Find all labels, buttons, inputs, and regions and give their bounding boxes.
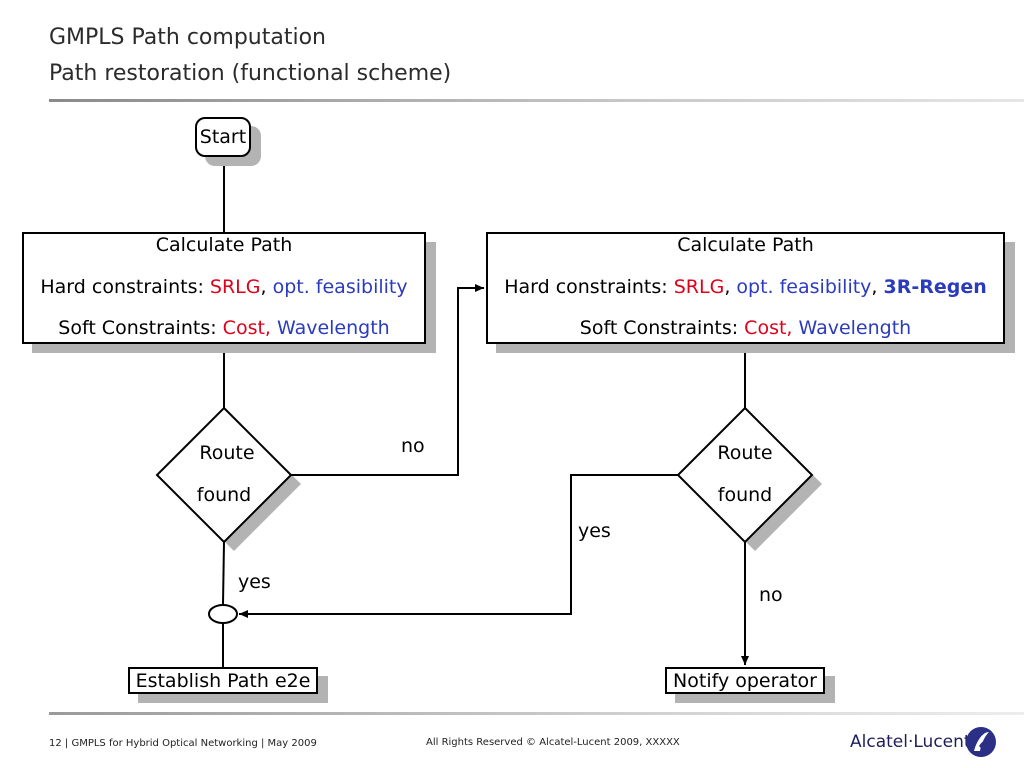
decision-right-diamond: [676, 406, 814, 544]
decision-left-line2: found: [196, 484, 252, 506]
calc-left-soft-constraints: Soft Constraints: Cost, Wavelength: [58, 317, 390, 339]
calc-right-soft-constraints: Soft Constraints: Cost, Wavelength: [579, 317, 912, 339]
logo-wordmark: Alcatel·Lucent: [850, 732, 971, 752]
calc-left-hard-constraints: Hard constraints: SRLG, opt. feasibility: [40, 276, 408, 298]
company-logo: Alcatel·Lucent: [850, 726, 1000, 758]
edge-label-right-no: no: [759, 584, 783, 606]
decision-right-line1: Route: [717, 442, 773, 464]
footer-page-info: 12 | GMPLS for Hybrid Optical Networking…: [49, 738, 317, 749]
decision-left-diamond: [155, 406, 293, 544]
edge-right-yes: [239, 474, 678, 618]
start-node: Start: [195, 117, 251, 157]
edge-left-yes: [222, 541, 225, 605]
edge-label-right-yes: yes: [578, 520, 611, 542]
header-divider: [49, 99, 1024, 102]
slide-title: GMPLS Path computation: [49, 25, 326, 50]
alcatel-lucent-logo-icon: [966, 727, 996, 757]
establish-path-node: Establish Path e2e: [128, 667, 318, 694]
calc-left-title: Calculate Path: [155, 234, 293, 256]
start-label: Start: [199, 126, 247, 148]
footer-copyright: All Rights Reserved © Alcatel-Lucent 200…: [426, 737, 680, 748]
notify-label: Notify operator: [673, 670, 817, 692]
establish-label: Establish Path e2e: [135, 670, 311, 692]
decision-right-line2: found: [717, 484, 773, 506]
calc-right-hard-constraints: Hard constraints: SRLG, opt. feasibility…: [504, 276, 987, 298]
calc-path-left-box: Calculate Path Hard constraints: SRLG, o…: [22, 232, 426, 344]
decision-left-line1: Route: [199, 442, 255, 464]
edge-label-left-yes: yes: [238, 571, 271, 593]
notify-operator-node: Notify operator: [665, 667, 825, 694]
edge-left-no: [291, 284, 484, 476]
calc-path-right-box: Calculate Path Hard constraints: SRLG, o…: [486, 232, 1005, 344]
merge-junction: [208, 604, 238, 624]
edge-label-left-no: no: [401, 435, 425, 457]
calc-right-title: Calculate Path: [677, 234, 814, 256]
footer-divider: [49, 712, 1024, 715]
slide-subtitle: Path restoration (functional scheme): [49, 61, 452, 86]
